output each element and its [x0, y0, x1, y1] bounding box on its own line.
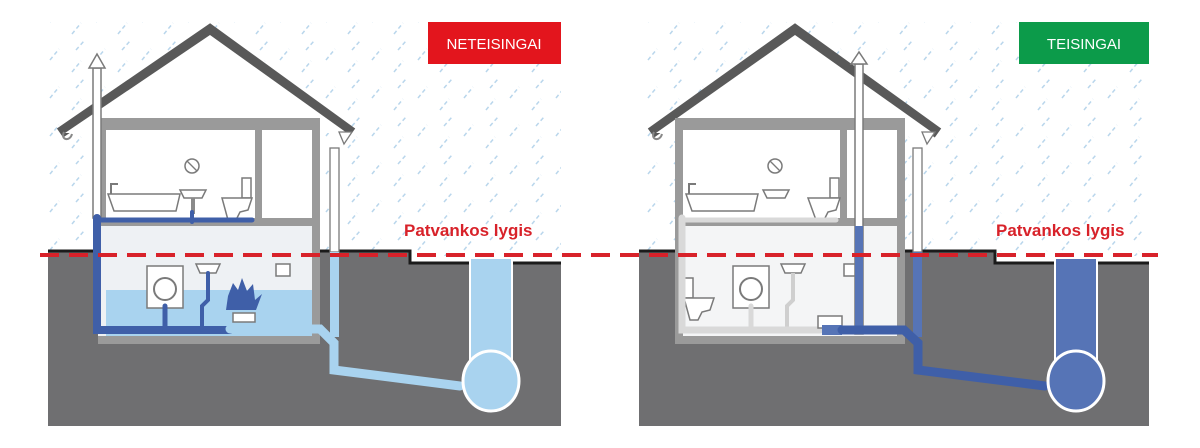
washing-machine-icon [146, 265, 184, 309]
bathtub-icon [106, 183, 181, 212]
sink-icon [779, 263, 807, 330]
wrong-badge [428, 22, 561, 64]
water-splash-icon [226, 278, 262, 310]
downpipe-icon [329, 131, 354, 337]
wrong-badge-text: NETEISINGAI [446, 36, 541, 53]
sink-icon [761, 158, 791, 199]
pump-icon [232, 312, 256, 323]
downpipe-icon [912, 131, 937, 337]
washing-machine-icon [732, 265, 770, 309]
sink-icon [194, 263, 222, 274]
sewer-manhole-icon [461, 257, 521, 413]
gutter-icon [62, 131, 73, 140]
sink-icon [178, 158, 208, 214]
backflow-level-label: Patvankos lygis [404, 221, 533, 240]
waste-pipes [93, 210, 255, 334]
right-badge-text: TEISINGAI [1047, 36, 1121, 53]
sewer-manhole-icon [1046, 257, 1106, 413]
gutter-icon [652, 131, 663, 140]
right-badge [1019, 22, 1149, 64]
backflow-level-label: Patvankos lygis [996, 221, 1125, 240]
bathtub-icon [684, 183, 759, 212]
sewer-line [225, 324, 465, 391]
sewer-line [837, 325, 1050, 391]
backflow-valve-icon [817, 315, 843, 335]
boiler-icon [275, 263, 291, 277]
